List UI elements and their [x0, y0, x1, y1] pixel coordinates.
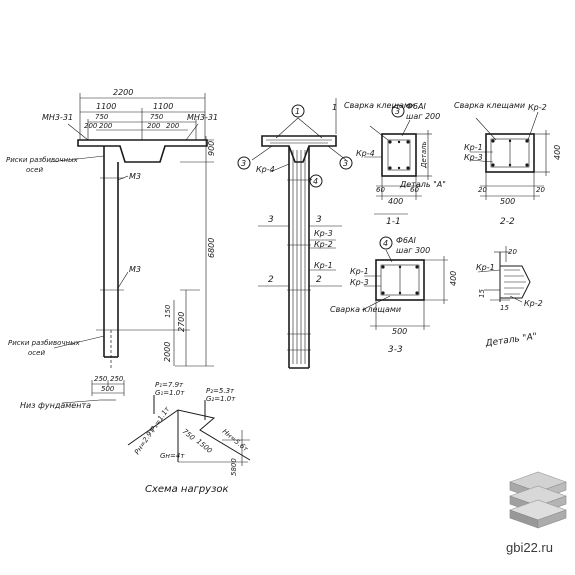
section-2-2: Сварка клещами Кр-2 Кр-1 Кр-3 400 20 20 … [454, 101, 562, 227]
sec33-dim-500: 500 [392, 327, 407, 336]
sec22-kr2: Кр-2 [528, 103, 547, 112]
label-kr2: Кр-2 [314, 240, 333, 249]
dim-200-d: 200 [166, 122, 180, 130]
dim-2700: 2700 [177, 312, 186, 332]
sec11-side: Деталь [420, 141, 428, 169]
dim-1100-left: 1100 [96, 102, 116, 111]
label-kr1: Кр-1 [314, 261, 333, 270]
section-mark-2-right: 2 [316, 275, 322, 285]
load-hn: Hн=5.6т [221, 427, 251, 454]
detail-a: 20 Кр-1 15 15 Кр-2 Деталь "А" [476, 246, 543, 349]
dim-1100-right: 1100 [153, 102, 173, 111]
sec22-dim-20b: 20 [536, 186, 545, 194]
site-logo: gbi22.ru [506, 471, 567, 555]
dim-900: 900 [207, 141, 216, 156]
load-g2: G₂=1.0т [206, 395, 236, 403]
embed-label-left: МН3-31 [42, 113, 73, 122]
dim-750-right: 750 [150, 113, 164, 121]
detail-a-kr2: Кр-2 [524, 299, 543, 308]
label-kr4: Кр-4 [256, 165, 275, 174]
sec33-rebar-no: 4 [383, 239, 388, 248]
sec11-kr4: Кр-4 [356, 149, 375, 158]
detail-a-dim-15a: 15 [478, 289, 486, 298]
sec11-weld: Сварка клещами [344, 101, 415, 110]
embed-label-right: МН3-31 [187, 113, 218, 122]
dim-6800: 6800 [207, 238, 216, 258]
dim-200-b: 200 [99, 122, 113, 130]
base-label: Низ фундамента [20, 401, 91, 410]
section-1-1: 3 Сварка клещами Ф6АI шаг 200 Кр-4 Детал… [344, 101, 446, 227]
embed-m3-top: М3 [129, 172, 141, 181]
section-mark-2-left: 2 [268, 275, 274, 285]
sec11-detail: Деталь "А" [399, 180, 446, 189]
sec33-rebar: Ф6АI [396, 236, 416, 245]
detail-a-dim-20: 20 [508, 248, 517, 256]
sec22-kr1: Кр-1 [464, 143, 483, 152]
marks-bottom-label: Риски разбивочных [8, 339, 81, 347]
circle-mark-3-left: 3 [241, 159, 246, 168]
sec22-dim-500: 500 [500, 197, 515, 206]
column-elevation: 2200 1100 1100 750 750 200 200 200 200 М… [6, 88, 218, 410]
sec33-step: шаг 300 [396, 246, 430, 255]
sec22-dim-20a: 20 [478, 186, 487, 194]
load-p2: P₂=5.3т [206, 387, 235, 395]
marks-bottom-label-2: осей [28, 349, 45, 357]
dim-250-a: 250 [94, 375, 108, 383]
reinforcement-view: 1 3 3 4 1 Кр-4 3 3 Кр-3 Кр-2 Кр-1 2 2 [237, 98, 353, 369]
load-g1: G₁=1.0т [155, 389, 185, 397]
sec22-weld: Сварка клещами [454, 101, 525, 110]
dim-2000: 2000 [163, 342, 172, 362]
load-p1: P₁=7.9т [155, 381, 184, 389]
detail-a-dim-15b: 15 [500, 304, 509, 312]
dim-2200: 2200 [113, 88, 133, 97]
sec11-dim-60a: 60 [376, 186, 385, 194]
dim-150: 150 [164, 304, 172, 318]
sec33-title: 3-3 [388, 345, 403, 355]
sec11-dim-400: 400 [388, 197, 403, 206]
load-dim-1500: 1500 [195, 437, 214, 455]
detail-a-kr1: Кр-1 [476, 263, 495, 272]
load-gn: Gн=4т [160, 452, 185, 460]
watermark-text: gbi22.ru [506, 540, 553, 555]
detail-a-title: Деталь "А" [484, 332, 538, 349]
dim-250-b: 250 [110, 375, 124, 383]
load-dim-750: 750 [181, 427, 197, 442]
sec11-rebar: Ф6АI [406, 102, 426, 111]
marks-top-label: Риски разбивочных [6, 156, 79, 164]
sec11-step: шаг 200 [406, 112, 440, 121]
sec33-kr1: Кр-1 [350, 267, 369, 276]
sec33-weld: Сварка клещами [330, 305, 401, 314]
section-mark-3-right: 3 [316, 215, 322, 225]
circle-mark-3-right: 3 [343, 159, 348, 168]
sec22-dim-400: 400 [553, 145, 562, 160]
sec33-dim-400: 400 [449, 271, 458, 286]
load-scheme: P₁=7.9т G₁=1.0т P₂=5.3т G₂=1.0т Pн=2.9т … [127, 381, 251, 495]
embed-m3-mid: М3 [129, 265, 141, 274]
sec22-title: 2-2 [500, 217, 515, 227]
sec22-kr3: Кр-3 [464, 153, 483, 162]
sec11-rebar-no: 3 [395, 107, 400, 116]
section-mark-3-left: 3 [268, 215, 274, 225]
sec33-kr3: Кр-3 [350, 278, 369, 287]
load-dim-5800: 5800 [230, 458, 238, 476]
section-arrow-1: 1 [332, 103, 337, 112]
sec11-title: 1-1 [386, 217, 401, 227]
slab-stack-icon [509, 471, 567, 529]
circle-mark-9: 1 [295, 107, 300, 116]
load-pc: P₁=1.1т [149, 405, 172, 434]
dim-200-c: 200 [147, 122, 161, 130]
label-kr3: Кр-3 [314, 229, 333, 238]
dim-200-a: 200 [84, 122, 98, 130]
marks-top-label-2: осей [26, 166, 43, 174]
section-3-3: 4 Ф6АI шаг 300 Кр-1 Кр-3 Сварка клещами … [330, 236, 458, 355]
dim-500: 500 [101, 385, 115, 393]
dim-750-left: 750 [95, 113, 109, 121]
sec11-dim-60b: 60 [410, 186, 419, 194]
circle-mark-4: 4 [313, 177, 318, 186]
load-scheme-title: Схема нагрузок [145, 484, 229, 495]
